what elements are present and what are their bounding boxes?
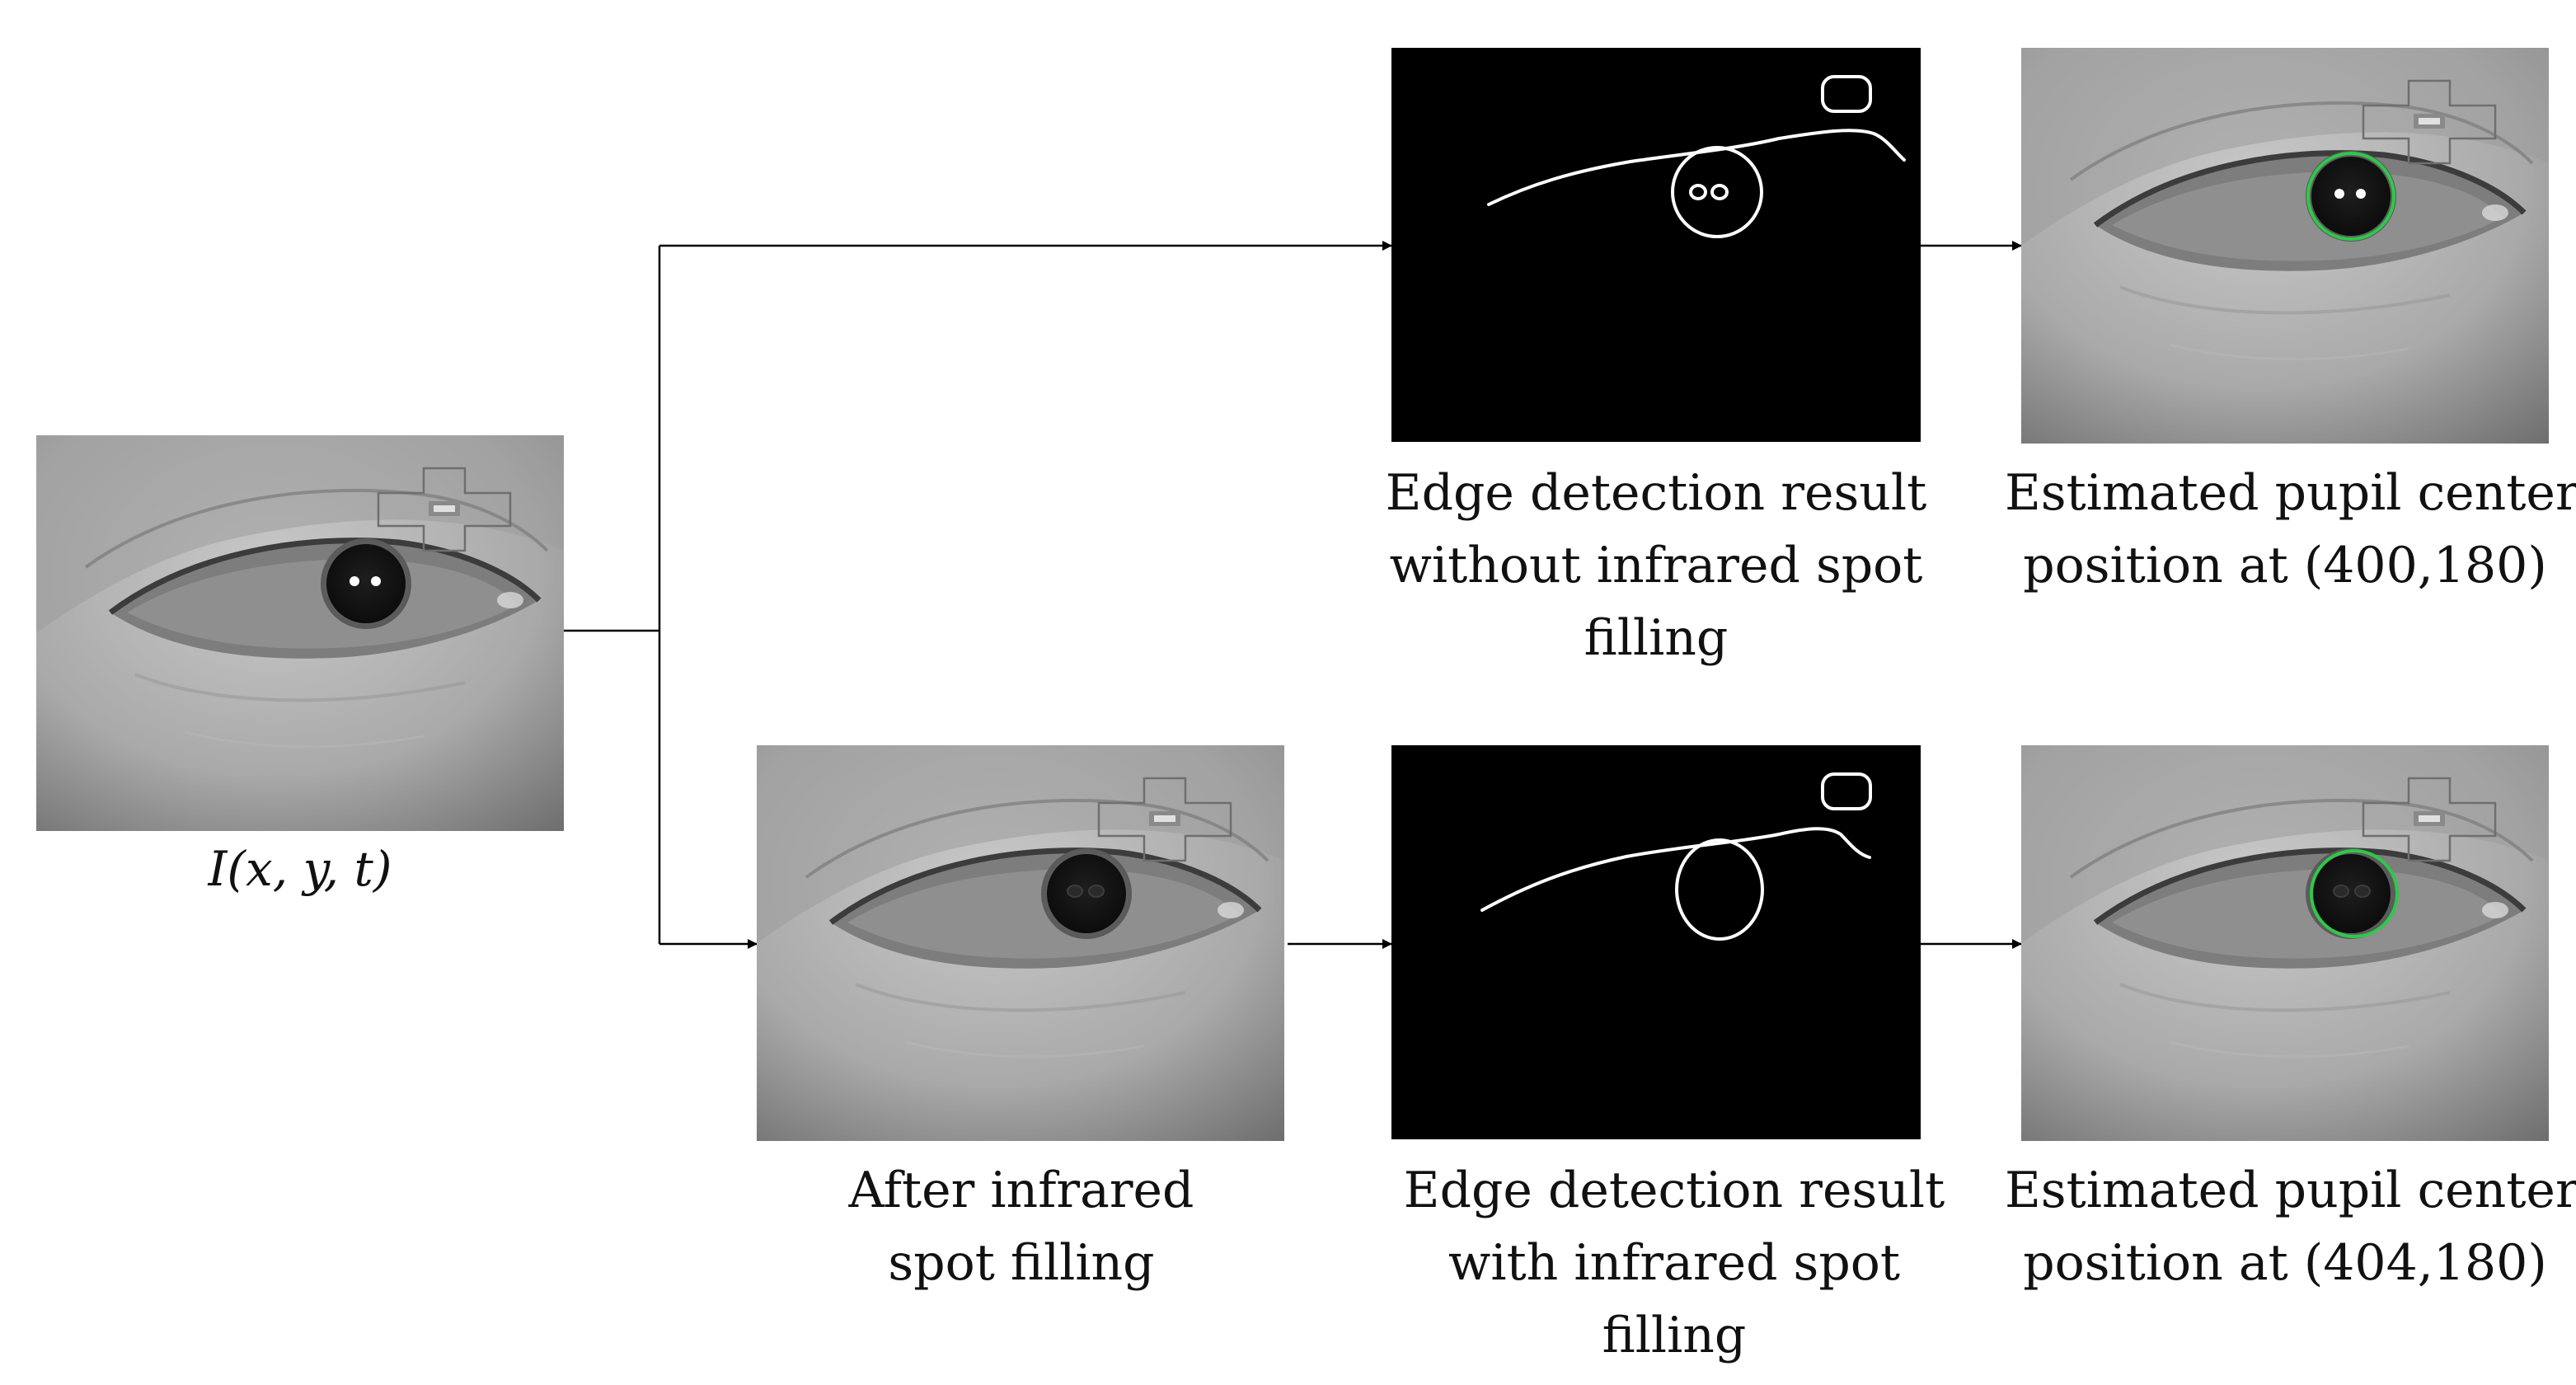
input-eye-image — [36, 435, 564, 831]
edge-map-bottom — [1391, 745, 1921, 1139]
estimated-pupil-image-top — [2021, 48, 2549, 444]
edge-contour — [1671, 146, 1763, 238]
caption-edge-without: Edge detection result without infrared s… — [1358, 457, 1954, 674]
pupil — [2311, 157, 2391, 236]
pupil — [326, 544, 406, 623]
estimated-pupil-image-bottom — [2021, 745, 2549, 1141]
flow-connectors — [562, 241, 2022, 949]
caption-line: spot filling — [888, 1234, 1155, 1292]
edge-contour — [1689, 184, 1707, 200]
caption-edge-with: Edge detection result with infrared spot… — [1377, 1154, 1972, 1372]
pupil — [2311, 854, 2391, 933]
estimated-pupil-circle — [2310, 849, 2399, 938]
edge-contour — [1710, 184, 1729, 200]
caption-after-fill: After infrared spot filling — [757, 1154, 1286, 1299]
caption-line: filling — [1584, 609, 1729, 667]
infrared-spot — [2334, 189, 2344, 199]
infrared-spot — [350, 576, 359, 586]
caption-line: Estimated pupil center — [2005, 1162, 2576, 1219]
caption-line: Edge detection result — [1385, 464, 1927, 522]
caption-line: position at (404,180) — [2023, 1234, 2547, 1292]
caption-line: without infrared spot — [1389, 537, 1923, 594]
infrared-spot — [371, 576, 381, 586]
infrared-spot — [2356, 189, 2366, 199]
edge-contour — [1821, 772, 1872, 810]
caption-line: position at (400,180) — [2023, 537, 2547, 594]
edge-contour — [1487, 129, 1906, 206]
pupil — [1047, 854, 1126, 933]
caption-pupil-top: Estimated pupil center position at (400,… — [2005, 457, 2576, 602]
caption-line: with infrared spot — [1448, 1234, 1900, 1292]
caption-pupil-bottom: Estimated pupil center position at (404,… — [2005, 1154, 2576, 1299]
caption-line: filling — [1602, 1307, 1747, 1364]
edge-contour — [1821, 75, 1872, 113]
edge-contour — [1675, 838, 1764, 941]
estimated-pupil-circle — [2306, 152, 2395, 241]
edge-contour — [1480, 827, 1871, 912]
edge-map-top — [1391, 48, 1921, 442]
caption-line: After infrared — [848, 1162, 1194, 1219]
input-label: I(x, y, t) — [208, 841, 392, 897]
after-fill-eye-image — [757, 745, 1284, 1141]
caption-line: Estimated pupil center — [2005, 464, 2576, 522]
caption-line: Edge detection result — [1403, 1162, 1945, 1219]
